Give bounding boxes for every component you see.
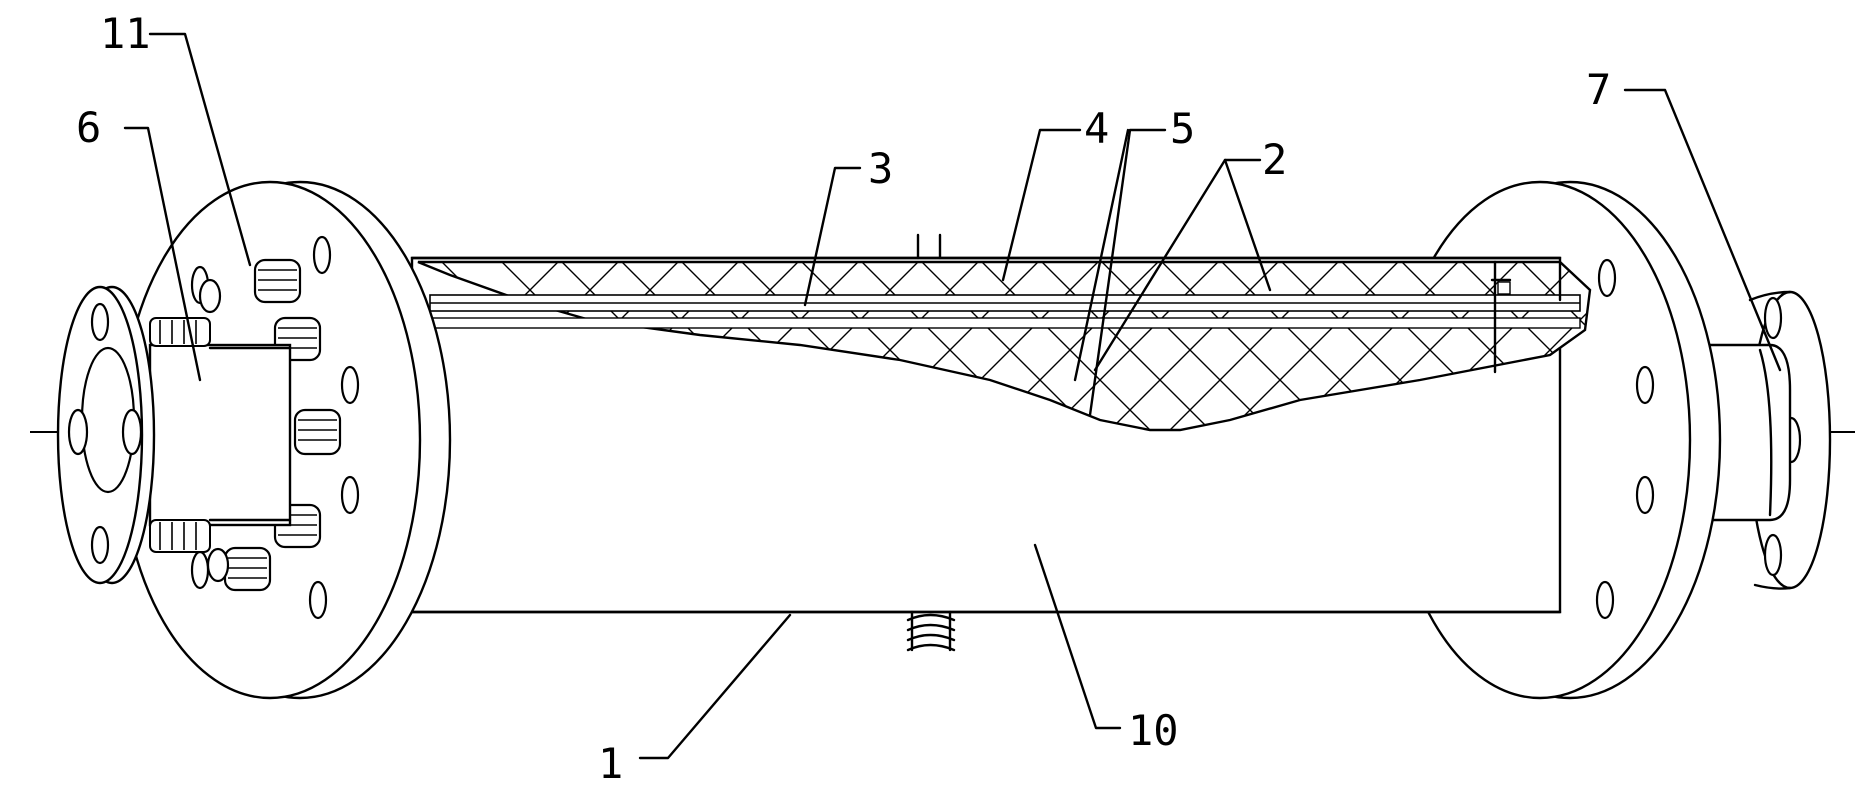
bolt	[253, 258, 302, 304]
callout-1: 1	[598, 739, 623, 788]
flange-bolts	[198, 258, 342, 592]
callout-7: 7	[1586, 65, 1611, 114]
callout-4: 4	[1084, 104, 1109, 153]
callout-3: 3	[868, 144, 893, 193]
callout-10: 10	[1128, 706, 1179, 755]
callout-11: 11	[100, 9, 151, 58]
inlet-flange	[56, 285, 156, 585]
callout-labels: 11 6 3 4 5 2 7 1 10	[76, 9, 1611, 788]
bolt	[293, 408, 342, 456]
inlet-nozzle	[148, 317, 292, 553]
leader-lines	[123, 32, 1782, 760]
drain-port	[906, 610, 956, 652]
vent-port	[916, 233, 942, 260]
callout-6: 6	[76, 103, 101, 152]
callout-2: 2	[1262, 135, 1287, 184]
outlet-nozzle	[1698, 343, 1792, 522]
bolt	[223, 546, 272, 592]
callout-5: 5	[1170, 104, 1195, 153]
